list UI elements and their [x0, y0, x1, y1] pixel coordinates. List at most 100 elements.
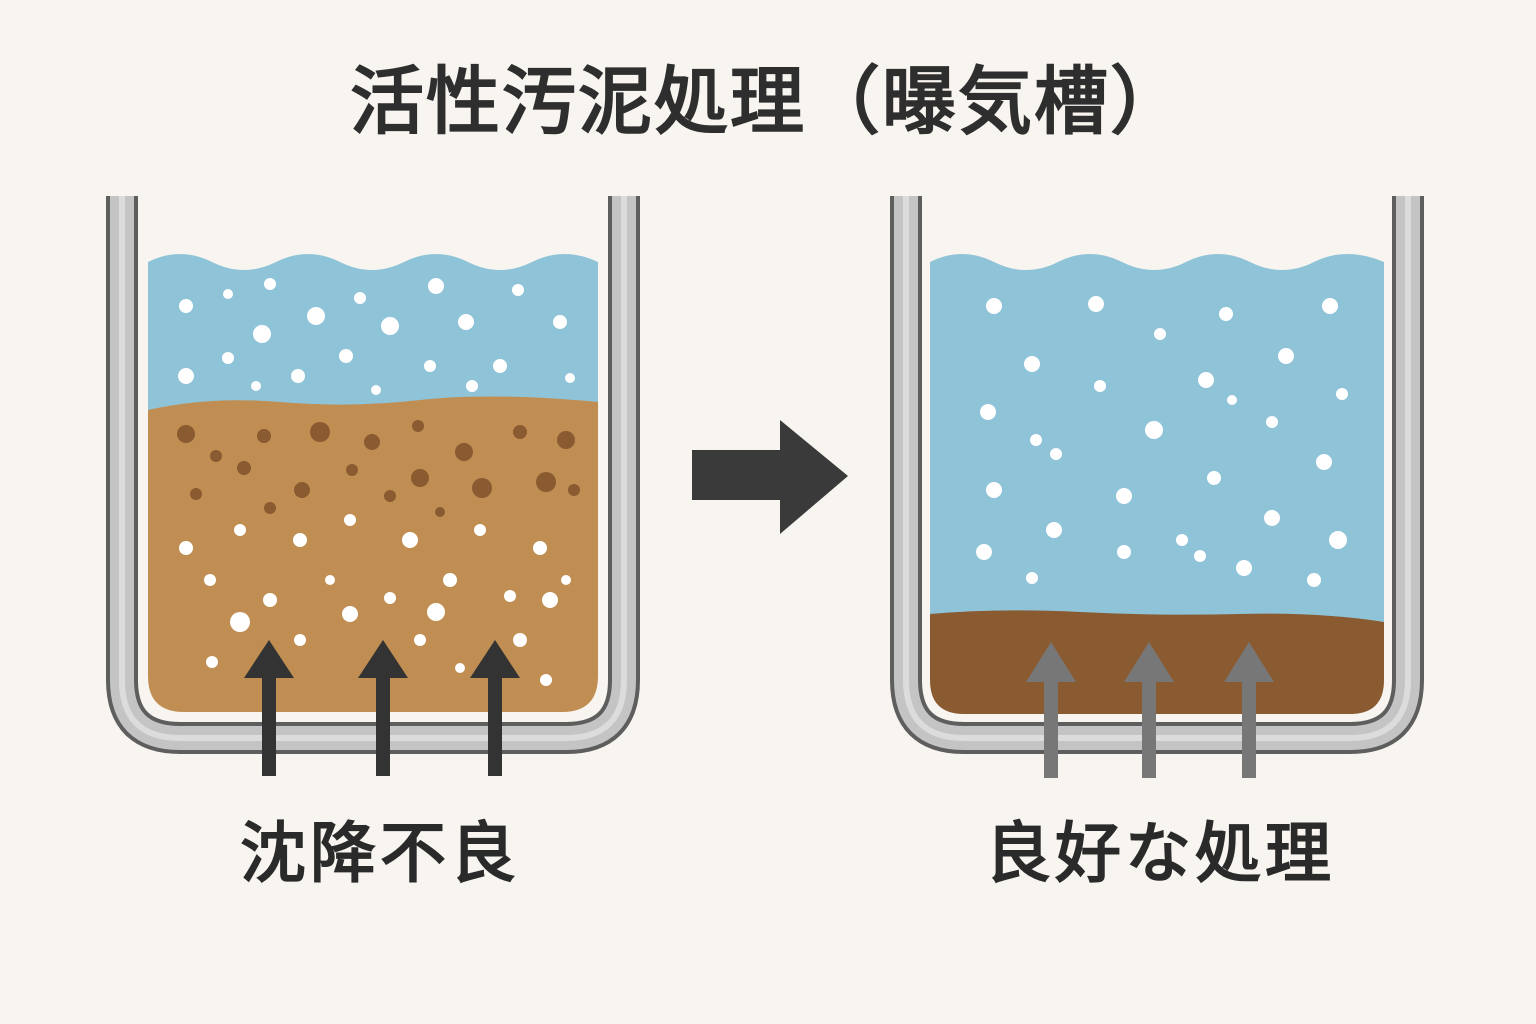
right-tank-water — [930, 254, 1384, 630]
bubble — [1094, 380, 1106, 392]
sludge-floc — [346, 464, 358, 476]
bubble — [1154, 328, 1166, 340]
sludge-floc — [455, 443, 473, 461]
bubble — [1088, 296, 1104, 312]
sludge-floc — [472, 478, 492, 498]
bubble — [561, 575, 571, 585]
bubble — [1329, 531, 1347, 549]
left-tank-water — [148, 254, 598, 420]
bubble — [565, 373, 575, 383]
bubble — [1024, 356, 1040, 372]
bubble — [474, 524, 486, 536]
bubble — [424, 360, 436, 372]
bubble — [178, 368, 194, 384]
sludge-floc — [264, 502, 276, 514]
left-tank-flocs — [177, 420, 580, 517]
bubble — [443, 573, 457, 587]
bubble — [1030, 434, 1042, 446]
sludge-floc — [513, 425, 527, 439]
bubble — [1050, 448, 1062, 460]
sludge-floc — [568, 484, 580, 496]
sludge-floc — [557, 431, 575, 449]
bubble — [1219, 307, 1233, 321]
sludge-floc — [435, 507, 445, 517]
bubble — [504, 590, 516, 602]
right-air-arrow-1 — [1026, 642, 1076, 778]
bubble — [1336, 388, 1348, 400]
bubble — [513, 633, 527, 647]
diagram-title: 活性汚泥処理（曝気槽） — [350, 59, 1186, 145]
bubble — [1307, 573, 1321, 587]
sludge-floc — [177, 425, 195, 443]
bubble — [540, 674, 552, 686]
left-tank-label: 沈降不良 — [240, 815, 520, 892]
bubble — [466, 380, 478, 392]
bubble — [1264, 510, 1280, 526]
bubble — [533, 541, 547, 555]
right-tank — [890, 196, 1424, 778]
bubble — [512, 284, 524, 296]
bubble — [986, 298, 1002, 314]
bubble — [553, 315, 567, 329]
bubble — [455, 663, 465, 673]
bubble — [307, 307, 325, 325]
bubble — [253, 325, 271, 343]
bubble — [1236, 560, 1252, 576]
bubble — [986, 482, 1002, 498]
bubble — [1207, 471, 1221, 485]
bubble — [427, 603, 445, 621]
left-tank-bubbles — [178, 278, 575, 686]
bubble — [223, 289, 233, 299]
bubble — [342, 606, 358, 622]
bubble — [251, 381, 261, 391]
bubble — [976, 544, 992, 560]
left-air-arrow-3 — [470, 640, 520, 776]
right-air-arrow-2 — [1124, 642, 1174, 778]
bubble — [1176, 534, 1188, 546]
right-air-arrow-3 — [1224, 642, 1274, 778]
bubble — [1026, 572, 1038, 584]
right-tank-label: 良好な処理 — [985, 815, 1335, 892]
bubble — [1227, 395, 1237, 405]
bubble — [371, 385, 381, 395]
bubble — [402, 532, 418, 548]
sludge-floc — [210, 450, 222, 462]
left-tank-sludge — [148, 396, 598, 712]
bubble — [264, 278, 276, 290]
bubble — [222, 352, 234, 364]
bubble — [1145, 421, 1163, 439]
bubble — [414, 634, 426, 646]
bubble — [1116, 488, 1132, 504]
sludge-floc — [257, 429, 271, 443]
left-air-arrow-1 — [244, 640, 294, 776]
right-arrow-icon — [692, 420, 848, 534]
sludge-floc — [411, 469, 429, 487]
bubble — [291, 369, 305, 383]
sludge-floc — [294, 482, 310, 498]
bubble — [381, 317, 399, 335]
bubble — [493, 359, 507, 373]
bubble — [1194, 550, 1206, 562]
bubble — [179, 541, 193, 555]
sludge-floc — [310, 422, 330, 442]
bubble — [1322, 298, 1338, 314]
left-air-arrow-2 — [358, 640, 408, 776]
bubble — [384, 592, 396, 604]
bubble — [1117, 545, 1131, 559]
sludge-floc — [384, 490, 396, 502]
bubble — [354, 292, 366, 304]
bubble — [458, 314, 474, 330]
bubble — [1266, 416, 1278, 428]
bubble — [1278, 348, 1294, 364]
bubble — [204, 574, 216, 586]
bubble — [980, 404, 996, 420]
bubble — [428, 278, 444, 294]
bubble — [542, 592, 558, 608]
bubble — [293, 533, 307, 547]
sludge-floc — [412, 420, 424, 432]
sludge-floc — [237, 461, 251, 475]
bubble — [325, 575, 335, 585]
bubble — [1316, 454, 1332, 470]
right-tank-bubbles — [976, 296, 1348, 587]
